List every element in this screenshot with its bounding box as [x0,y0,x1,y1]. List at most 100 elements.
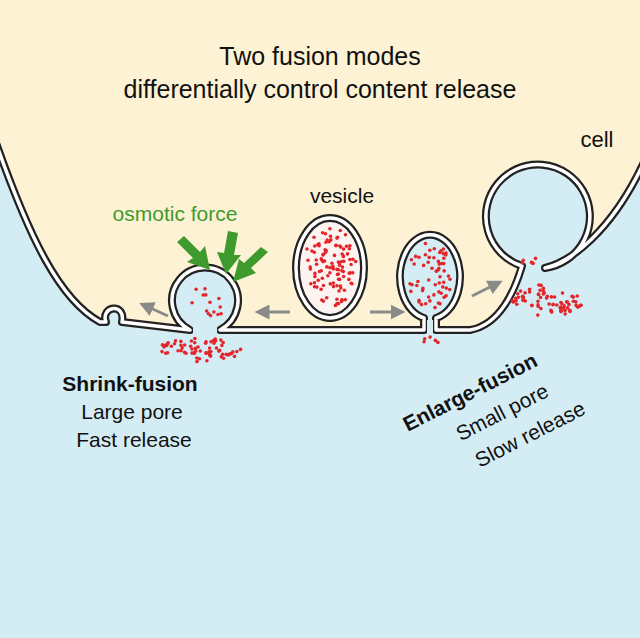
cargo-dot [209,314,213,318]
cargo-dot [551,303,555,307]
vesicle-outline [296,218,364,318]
cargo-dot [437,267,441,271]
cargo-dot [514,296,518,300]
cargo-dot [519,289,523,293]
cargo-dot [333,254,337,258]
cargo-dot [313,275,317,279]
cargo-dot [530,304,534,308]
cargo-dot [334,244,338,248]
cargo-dot [314,258,318,262]
cargo-dot [336,273,340,277]
cargo-dot [320,298,324,302]
cargo-dot [166,341,170,345]
cargo-dot [441,285,445,289]
cargo-dot [423,337,427,341]
cargo-dot [448,278,452,282]
cargo-dot [166,342,170,346]
cargo-dot [417,255,421,259]
cargo-dot [217,297,221,301]
cargo-dot [537,283,541,287]
cargo-dot [344,298,348,302]
cargo-dot [523,291,527,295]
cargo-dot [340,299,344,303]
cargo-dot [325,238,329,242]
cargo-dot [410,283,414,287]
cargo-dot [427,256,431,260]
cargo-dot [195,356,199,360]
cargo-dot [570,295,574,299]
cargo-dot [559,301,563,305]
cargo-dot [442,296,446,300]
cargo-dot [334,304,338,308]
cargo-dot [438,251,442,255]
cargo-dot [344,233,348,237]
cargo-dot [579,304,583,308]
cargo-dot [565,300,569,304]
cargo-dot [558,306,562,310]
cargo-dot [313,250,317,254]
cargo-dot [442,262,446,266]
cargo-dot [204,293,208,297]
cargo-dot [550,310,554,314]
cargo-dot [442,257,446,261]
cargo-dot [354,260,358,264]
cargo-dot [176,349,180,353]
cargo-dot [324,251,328,255]
cargo-dot [422,264,426,268]
cargo-dot [415,284,419,288]
cargo-dot [313,285,317,289]
cargo-dot [438,302,442,306]
cargo-dot [316,279,320,283]
cargo-dot [551,303,555,307]
cargo-dot [195,360,199,364]
osmotic-arrows [177,231,268,282]
cargo-dot [170,345,174,349]
cargo-dot [349,263,353,267]
cargo-dot [542,286,546,290]
cargo-dot [430,267,434,271]
cargo-dot [217,349,221,353]
cargo-dot [342,270,346,274]
cargo-dot [438,262,442,266]
cargo-dot [348,258,352,262]
cargo-dot [325,296,329,300]
cargo-dot [319,287,323,291]
cargo-dot [561,291,565,295]
cargo-dot [563,312,567,316]
cargo-dot [222,356,226,360]
cargo-dot [306,258,310,262]
cargo-dot [432,293,436,297]
cargo-dot [339,229,343,233]
cargo-dot [212,310,216,314]
cargo-dot [412,262,416,266]
cargo-dot [321,231,325,235]
cargo-dot [427,295,431,299]
cargo-dot [436,341,440,345]
cargo-dot [410,258,414,262]
cargo-dot [193,337,197,341]
cargo-dot [337,268,341,272]
cargo-dot [335,298,339,302]
cargo-dot [209,350,213,354]
cargo-dot [539,307,543,311]
cargo-dot [435,269,439,273]
cargo-dot [539,296,543,300]
cargo-dot [536,299,540,303]
pore-shrink [193,324,217,336]
cargo-dot [194,287,198,291]
cargo-dot [566,300,570,304]
cargo-dot [203,287,207,291]
cargo-dot [204,351,208,355]
cargo-dot [218,349,222,353]
cargo-dot [510,299,514,303]
cargo-dot [417,300,421,304]
cargo-dot [427,278,431,282]
cargo-dot [337,272,341,276]
cargo-dot [215,346,219,350]
cargo-dot [546,295,550,299]
cargo-dot [180,346,184,350]
cargo-dot [516,292,520,296]
cargo-dot [562,304,566,308]
cargo-dot [190,301,194,305]
cargo-dot [220,344,224,348]
